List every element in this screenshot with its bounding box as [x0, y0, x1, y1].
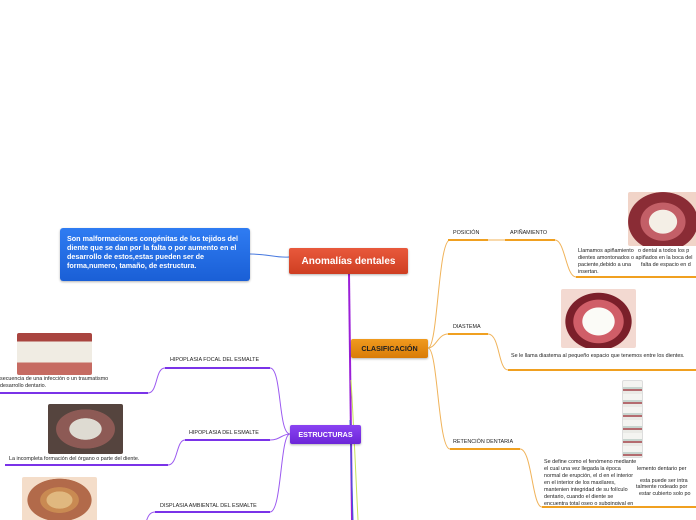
- apinamiento-text-c: paciente,debido a una: [578, 262, 632, 268]
- hipoplasia-text: La incompleta formación del órgano o par…: [9, 456, 140, 462]
- diastema-label[interactable]: DIASTEMA: [453, 324, 481, 330]
- estructuras-label: ESTRUCTURAS: [298, 430, 353, 439]
- link-clasif-retencion: [427, 347, 451, 450]
- hipoplasia-focal-photo: [17, 333, 92, 375]
- apinamiento-text-d: insertan.: [578, 269, 599, 275]
- estructuras-node[interactable]: ESTRUCTURAS: [290, 425, 361, 444]
- link-hipoplasia-text: [167, 439, 186, 466]
- link-central-trunk-green: [350, 379, 359, 520]
- link-estruc-hipoplasia: [269, 433, 291, 441]
- displasia-label[interactable]: DISPLASIA AMBIENTAL DEL ESMALTE: [160, 503, 257, 509]
- retencion-text-right-3: talmente rodeado por: [636, 484, 688, 490]
- apinamiento-text-a: Llamamos apiñamiento: [578, 248, 634, 254]
- apinamiento-text-e: o dental a todos los p: [638, 248, 690, 254]
- apinamiento-label[interactable]: APIÑAMIENTO: [510, 230, 548, 236]
- link-clasif-posicion: [427, 239, 451, 349]
- definition-text: Son malformaciones congénitas de los tej…: [67, 234, 238, 270]
- posicion-label[interactable]: POSICIÓN: [453, 230, 480, 236]
- central-topic[interactable]: Anomalías dentales: [289, 248, 408, 274]
- hipoplasia-photo: [48, 404, 123, 454]
- definition-box[interactable]: Son malformaciones congénitas de los tej…: [60, 228, 250, 281]
- central-topic-label: Anomalías dentales: [301, 255, 396, 267]
- diastema-text: Se le llama diastema al pequeño espacio …: [511, 353, 685, 359]
- retencion-text-right-2: esta puede ser intra: [640, 478, 688, 484]
- retencion-text: Se define como el fenómeno mediante el c…: [544, 459, 637, 505]
- hipoplasia-focal-text-2: desarrollo dentario.: [0, 383, 47, 389]
- hipoplasia-focal-label[interactable]: HIPOPLASIA FOCAL DEL ESMALTE: [170, 357, 260, 363]
- retencion-label[interactable]: RETENCIÓN DENTARIA: [453, 439, 514, 445]
- link-apinamiento-text: [554, 239, 577, 278]
- retencion-xray-photo: [622, 380, 643, 458]
- hipoplasia-label[interactable]: HIPOPLASIA DEL ESMALTE: [189, 430, 259, 436]
- clasificacion-label: CLASIFICACIÓN: [361, 344, 418, 353]
- clasificacion-node[interactable]: CLASIFICACIÓN: [351, 339, 428, 358]
- link-retencion-text: [519, 448, 543, 508]
- link-estruc-focal: [269, 367, 291, 435]
- diastema-photo: [561, 289, 636, 348]
- link-estruc-displasia: [269, 433, 291, 513]
- link-clasif-diastema: [427, 333, 449, 349]
- hipoplasia-focal-text-1: secuencia de una infección o un traumati…: [0, 376, 109, 382]
- link-focal-text: [147, 367, 166, 394]
- link-displasia-down: [146, 511, 156, 520]
- displasia-photo: [22, 477, 97, 520]
- link-diastema-text: [487, 333, 509, 371]
- retencion-text-right-1: lemento dentario per: [637, 466, 687, 472]
- apinamiento-text-f: falta de espacio en d: [641, 262, 691, 268]
- apinamiento-photo: [628, 192, 696, 246]
- apinamiento-text-b: dientes amontonados o apiñados en la boc…: [578, 255, 693, 261]
- link-central-definition: [249, 253, 290, 258]
- retencion-text-right-4: estar cubierto solo po: [639, 491, 691, 497]
